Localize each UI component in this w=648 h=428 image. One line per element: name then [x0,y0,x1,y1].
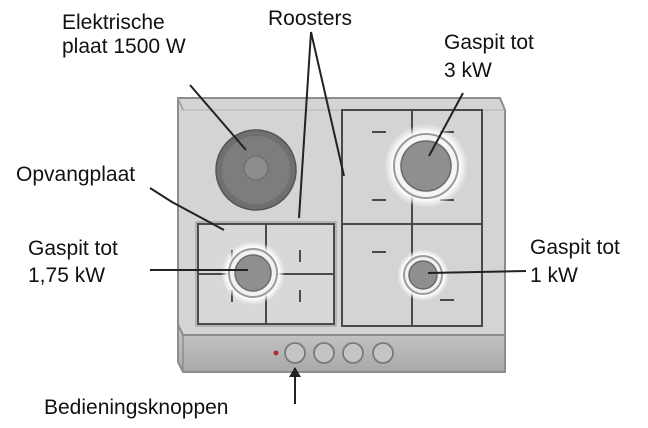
control-knob-3 [342,342,364,364]
control-knob-1 [284,342,306,364]
leader-grates-left [298,31,312,219]
label-burner-3kw-line1: Gaspit tot [444,31,534,54]
gas-burner-3kw [384,124,468,208]
label-electric-plate-line2: plaat 1500 W [62,35,186,58]
label-grates: Roosters [268,7,353,30]
label-burner-175kw-line1: Gaspit tot [28,237,118,260]
label-burner-175kw-line2: 1,75 kW [28,264,106,287]
leader-lines [149,31,527,404]
leader-grates-right [310,31,345,177]
arrow-control-knobs [289,367,301,377]
label-drip-tray: Opvangplaat [16,163,136,186]
gas-burner-175kw [221,241,285,305]
electric-plate [215,129,297,211]
label-electric-plate-line1: Elektrische [62,11,165,34]
leader-burner-3kw [428,92,464,157]
gas-burner-1kw [397,249,449,301]
control-knob-2 [313,342,335,364]
label-burner-1kw-line1: Gaspit tot [530,236,620,259]
label-control-knobs: Bedieningsknoppen [44,396,229,419]
leader-drip-tray [149,187,225,231]
control-knobs [273,342,394,364]
control-knob-4 [372,342,394,364]
indicator-light [273,350,279,356]
label-burner-1kw-line2: 1 kW [530,264,578,287]
label-burner-3kw-line2: 3 kW [444,59,492,82]
leader-burner-1kw [427,270,527,274]
leader-electric-plate [189,84,247,151]
